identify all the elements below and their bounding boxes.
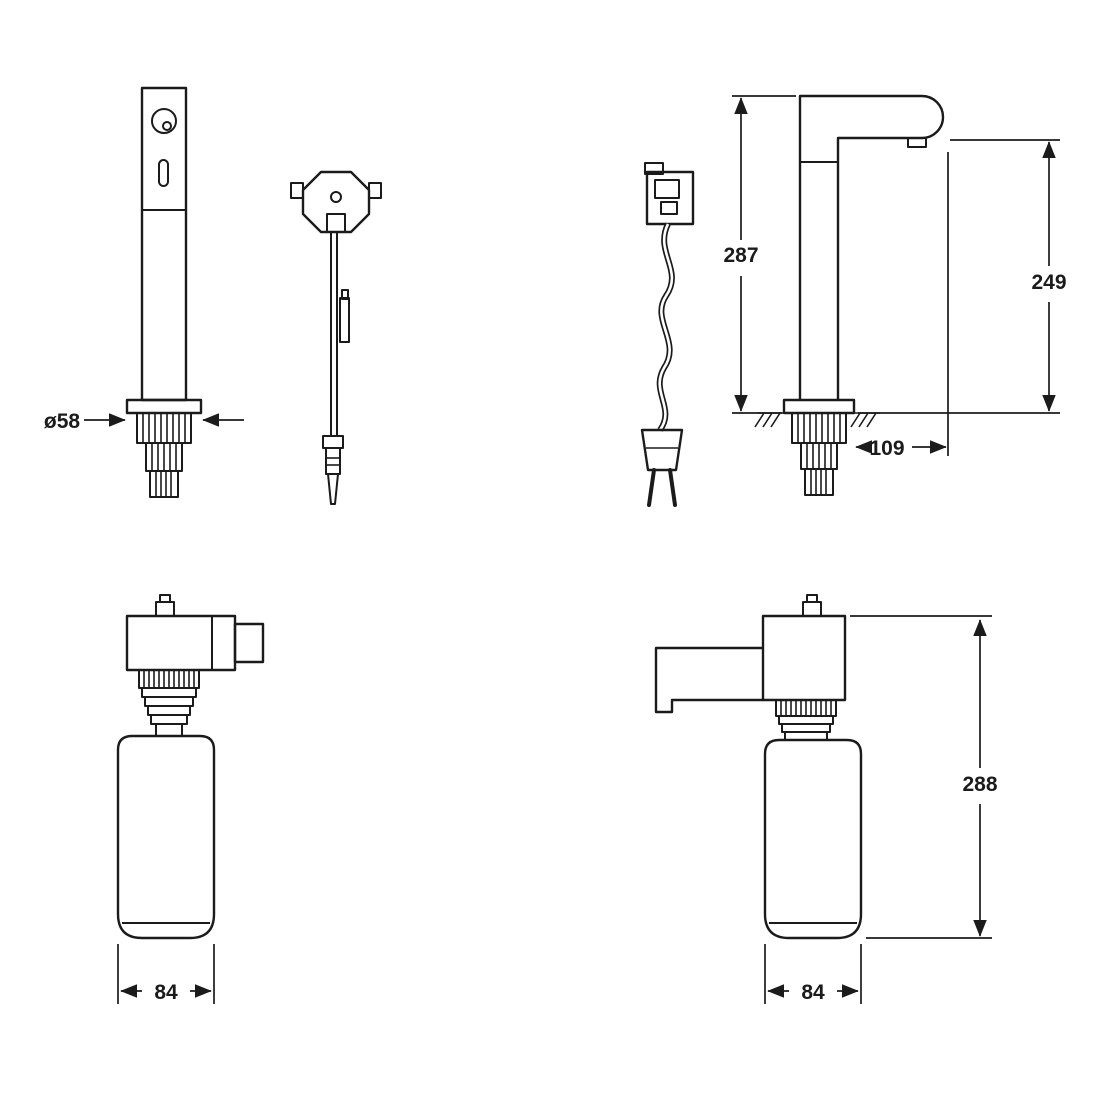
spout-outlet — [907, 137, 927, 148]
dim-label-249: 249 — [1031, 271, 1066, 294]
bottle — [116, 734, 216, 940]
counter-hatch — [754, 412, 880, 428]
bracket-hole — [330, 191, 342, 203]
connector-window — [654, 179, 680, 199]
plug-prong-right — [668, 468, 677, 507]
sensor-lens — [162, 121, 172, 131]
dimension-bottle-width-front: 84 — [117, 944, 215, 1004]
spout-outline — [798, 94, 945, 400]
dimension-body-height: 287 — [723, 95, 796, 414]
spout-side-view — [754, 94, 945, 496]
pump-head — [761, 614, 847, 702]
plug-body — [640, 428, 684, 472]
connector-tab — [644, 162, 664, 175]
sensor-window — [151, 108, 177, 134]
mount-block-knurl — [136, 412, 192, 444]
dim-label-109: 109 — [869, 437, 904, 460]
mount-block-knurl-side — [791, 412, 847, 444]
thread-adapter — [141, 687, 197, 737]
spout-stub — [233, 622, 265, 664]
top-nub — [802, 601, 822, 617]
dim-label-288: 288 — [962, 773, 997, 796]
bracket-clip-right — [368, 182, 382, 199]
assembly-front-view — [116, 594, 265, 940]
connector-latch — [660, 201, 678, 215]
dim-label-84-front: 84 — [154, 981, 178, 1004]
dimension-spout-height: 249 — [858, 139, 1067, 414]
indicator-slot — [158, 159, 169, 187]
bottle-neck — [155, 723, 183, 737]
top-nub — [155, 601, 175, 617]
dimension-spout-reach: 109 — [855, 152, 949, 460]
spout-arm — [654, 646, 763, 714]
dimension-bottle-width-side: 84 — [764, 944, 862, 1004]
bracket-suction-tube-view — [290, 170, 382, 505]
dim-label-287: 287 — [723, 244, 758, 267]
shank-splines-side — [800, 442, 838, 470]
dim-label-84-side: 84 — [801, 981, 825, 1004]
tube-connector — [322, 435, 344, 505]
dim-label-diameter: ø58 — [44, 410, 81, 433]
collar-knurl — [138, 669, 200, 689]
connector-housing — [645, 170, 695, 226]
shank-thread-tip — [149, 470, 179, 498]
bracket-clip-left — [290, 182, 304, 199]
spout-flange — [782, 398, 856, 415]
power-plug-view — [640, 162, 695, 507]
top-cap — [159, 594, 171, 603]
pump-head — [125, 614, 237, 672]
dimension-flange-diameter: ø58 — [44, 410, 244, 433]
bottle — [763, 738, 863, 940]
tube-clip — [339, 297, 350, 343]
shank-thread-tip-side — [804, 468, 834, 496]
tube-clip-cap — [341, 289, 349, 300]
flange — [125, 398, 203, 415]
pump-front-view — [125, 86, 203, 498]
collar-knurl — [775, 699, 837, 717]
top-cap — [806, 594, 818, 603]
tube-tip — [327, 473, 339, 505]
plug-prong-left — [647, 468, 656, 507]
assembly-side-view — [654, 594, 863, 940]
dimension-assembly-height: 288 — [850, 615, 998, 939]
tube-holder — [326, 213, 346, 233]
pump-body — [140, 86, 188, 402]
thread-adapter — [778, 715, 834, 741]
power-cable-core — [658, 223, 674, 431]
shank-splines — [145, 442, 183, 472]
